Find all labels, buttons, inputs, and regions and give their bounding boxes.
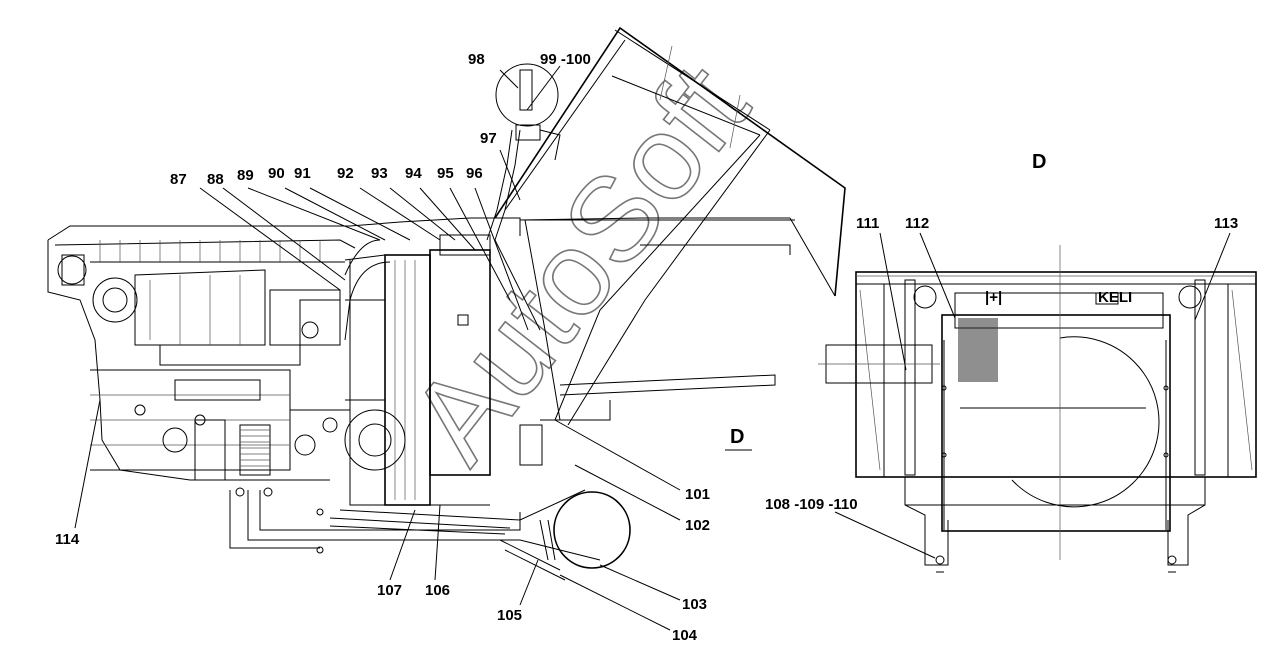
callout-90: 90 — [268, 165, 285, 182]
svg-text:AutoSoft: AutoSoft — [385, 41, 774, 486]
watermark: AutoSoft — [384, 40, 775, 487]
engine-assembly — [47, 217, 521, 481]
callout-104: 104 — [672, 627, 698, 644]
callout-105: 105 — [497, 607, 522, 624]
panel-label-left: |+| — [985, 289, 1002, 306]
callout-98: 98 — [468, 51, 485, 68]
callout-111: 111 — [856, 215, 879, 232]
callout-labels: 87 88 89 90 91 92 93 94 95 96 97 98 99 -… — [55, 51, 1238, 644]
duct-structure — [494, 26, 846, 466]
view-marker-label: D — [730, 426, 744, 448]
leader-lines — [74, 65, 1231, 631]
detail-view-d: D |+| KELI — [818, 151, 1257, 573]
callout-108-109-110: 108 -109 -110 — [765, 496, 858, 513]
panel-label-right: KELI — [1098, 289, 1132, 306]
callout-102: 102 — [685, 517, 710, 534]
coolant-pipes — [229, 129, 566, 581]
radiator-assembly — [329, 234, 586, 535]
callout-92: 92 — [337, 165, 354, 182]
callout-101: 101 — [685, 486, 710, 503]
view-d-marker: D — [725, 426, 752, 451]
callout-97: 97 — [480, 130, 497, 147]
callout-113: 113 — [1214, 215, 1238, 232]
core-hatch — [958, 318, 998, 382]
callout-106: 106 — [425, 582, 450, 599]
callout-88: 88 — [207, 171, 224, 188]
callout-95: 95 — [437, 165, 454, 182]
callout-89: 89 — [237, 167, 254, 184]
callout-96: 96 — [466, 165, 483, 182]
callout-112: 112 — [905, 215, 929, 232]
detail-view-title: D — [1032, 151, 1046, 173]
callout-99-100: 99 -100 — [540, 51, 591, 68]
filler-cap-detail — [495, 63, 561, 161]
callout-93: 93 — [371, 165, 388, 182]
callout-107: 107 — [377, 582, 402, 599]
callout-94: 94 — [405, 165, 422, 182]
callout-87: 87 — [170, 171, 187, 188]
callout-103: 103 — [682, 596, 707, 613]
expansion-tank — [519, 491, 631, 569]
callout-114: 114 — [55, 531, 80, 548]
callout-91: 91 — [294, 165, 311, 182]
